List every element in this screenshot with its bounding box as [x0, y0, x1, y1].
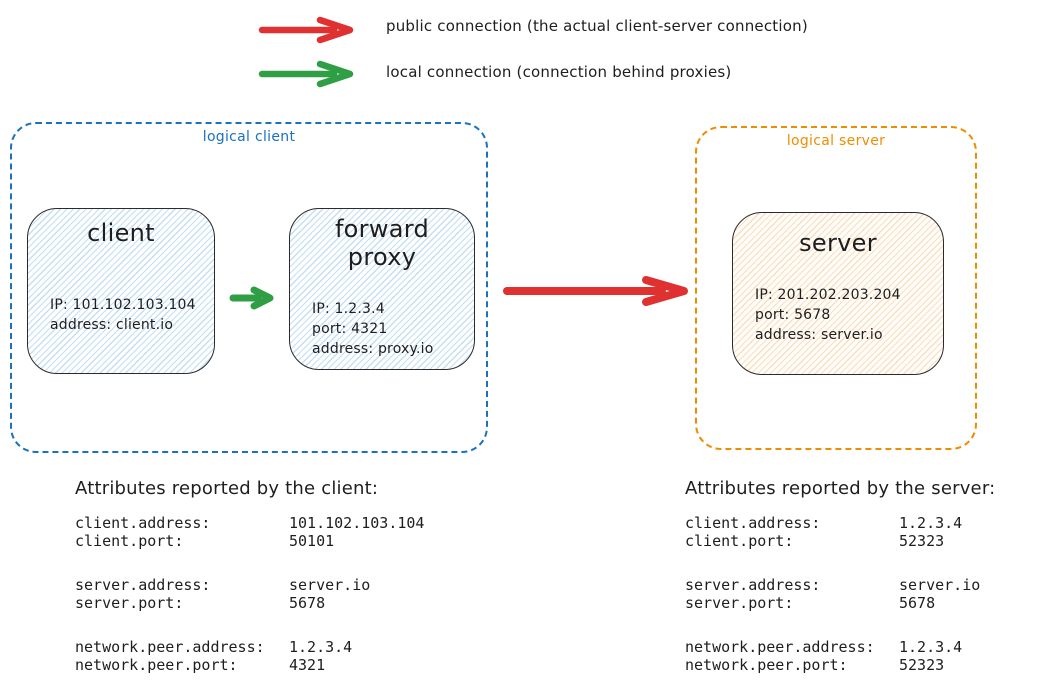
table-row: network.peer.address: 1.2.3.4	[75, 638, 424, 656]
client-attributes-rows: client.address: 101.102.103.104 client.po…	[75, 514, 424, 674]
attr-value: 1.2.3.4	[899, 638, 963, 656]
attr-key: client.address:	[685, 514, 821, 532]
proxy-ip-line: IP: 1.2.3.4	[312, 301, 385, 317]
attr-key: server.port:	[75, 594, 184, 612]
attr-group: client.address: 1.2.3.4 client.port: 52323	[685, 514, 995, 550]
attr-key: network.peer.address:	[75, 638, 265, 656]
client-ip-line: IP: 101.102.103.104	[50, 297, 196, 313]
proxy-address-line: address: proxy.io	[312, 341, 434, 357]
proxy-port-line: port: 4321	[312, 321, 388, 337]
table-row: server.address: server.io	[75, 576, 424, 594]
server-attributes-title: Attributes reported by the server:	[685, 478, 996, 499]
attr-key: network.peer.address:	[685, 638, 875, 656]
table-row: server.port: 5678	[685, 594, 995, 612]
table-row: client.address: 1.2.3.4	[685, 514, 995, 532]
client-address-line: address: client.io	[50, 317, 174, 333]
attr-value: 5678	[289, 594, 326, 612]
attr-group: network.peer.address: 1.2.3.4 network.pee…	[685, 638, 995, 674]
server-node-details: IP: 201.202.203.204 port: 5678 address: …	[755, 285, 901, 345]
arrow-head	[316, 60, 354, 88]
table-row: client.port: 52323	[685, 532, 995, 550]
server-node-title: server	[799, 229, 877, 257]
logical-client-group: logical client client IP: 101.102.103.10…	[10, 122, 488, 453]
local-connection-arrow-icon	[258, 60, 354, 88]
attr-value: 5678	[899, 594, 936, 612]
attr-value: 52323	[899, 532, 945, 550]
attr-value: 50101	[289, 532, 335, 550]
forward-proxy-node-title: forward proxy	[334, 215, 430, 271]
forward-proxy-node-details: IP: 1.2.3.4 port: 4321 address: proxy.io	[312, 299, 434, 359]
attr-group: client.address: 101.102.103.104 client.po…	[75, 514, 424, 550]
arrow-head	[316, 16, 354, 44]
attr-value: server.io	[899, 576, 981, 594]
arrow-head	[250, 286, 274, 310]
table-row: client.port: 50101	[75, 532, 424, 550]
legend-local-connection-label: local connection (connection behind prox…	[386, 63, 732, 81]
client-attributes-title: Attributes reported by the client:	[75, 478, 379, 499]
legend-public-connection-label: public connection (the actual client-ser…	[386, 17, 808, 35]
server-attributes-block: Attributes reported by the server: clien…	[685, 477, 995, 686]
server-address-line: address: server.io	[755, 327, 883, 343]
client-node-details: IP: 101.102.103.104 address: client.io	[50, 295, 196, 335]
logical-server-label: logical server	[786, 133, 886, 149]
attr-value: 101.102.103.104	[289, 514, 425, 532]
attr-group: server.address: server.io server.port: 567…	[685, 576, 995, 612]
server-node: server IP: 201.202.203.204 port: 5678 ad…	[732, 212, 944, 375]
attr-key: server.address:	[75, 576, 211, 594]
attr-value: server.io	[289, 576, 371, 594]
public-connection-arrow-icon	[258, 16, 354, 44]
attr-key: client.port:	[685, 532, 794, 550]
attr-key: server.port:	[685, 594, 794, 612]
attr-key: client.address:	[75, 514, 211, 532]
client-node: client IP: 101.102.103.104 address: clie…	[27, 208, 215, 374]
attr-group: network.peer.address: 1.2.3.4 network.pee…	[75, 638, 424, 674]
attr-value: 4321	[289, 656, 326, 674]
attr-key: client.port:	[75, 532, 184, 550]
logical-client-label: logical client	[202, 129, 296, 145]
server-attributes-rows: client.address: 1.2.3.4 client.port: 52323…	[685, 514, 995, 674]
table-row: server.port: 5678	[75, 594, 424, 612]
table-row: network.peer.address: 1.2.3.4	[685, 638, 995, 656]
arrow-head	[642, 276, 688, 306]
attr-value: 1.2.3.4	[289, 638, 353, 656]
proxy-to-server-arrow-icon	[503, 276, 688, 306]
attr-key: network.peer.port:	[75, 656, 238, 674]
table-row: server.address: server.io	[685, 576, 995, 594]
table-row: client.address: 101.102.103.104	[75, 514, 424, 532]
forward-proxy-node: forward proxy IP: 1.2.3.4 port: 4321 add…	[289, 208, 475, 370]
attr-value: 1.2.3.4	[899, 514, 963, 532]
server-port-line: port: 5678	[755, 307, 831, 323]
attr-value: 52323	[899, 656, 945, 674]
attr-group: server.address: server.io server.port: 567…	[75, 576, 424, 612]
attr-key: server.address:	[685, 576, 821, 594]
client-to-proxy-arrow-icon	[229, 286, 274, 310]
server-ip-line: IP: 201.202.203.204	[755, 287, 901, 303]
client-node-title: client	[87, 219, 155, 247]
logical-server-group: logical server server IP: 201.202.203.20…	[695, 126, 977, 450]
table-row: network.peer.port: 52323	[685, 656, 995, 674]
table-row: network.peer.port: 4321	[75, 656, 424, 674]
client-attributes-block: Attributes reported by the client: clien…	[75, 477, 424, 686]
attr-key: network.peer.port:	[685, 656, 848, 674]
